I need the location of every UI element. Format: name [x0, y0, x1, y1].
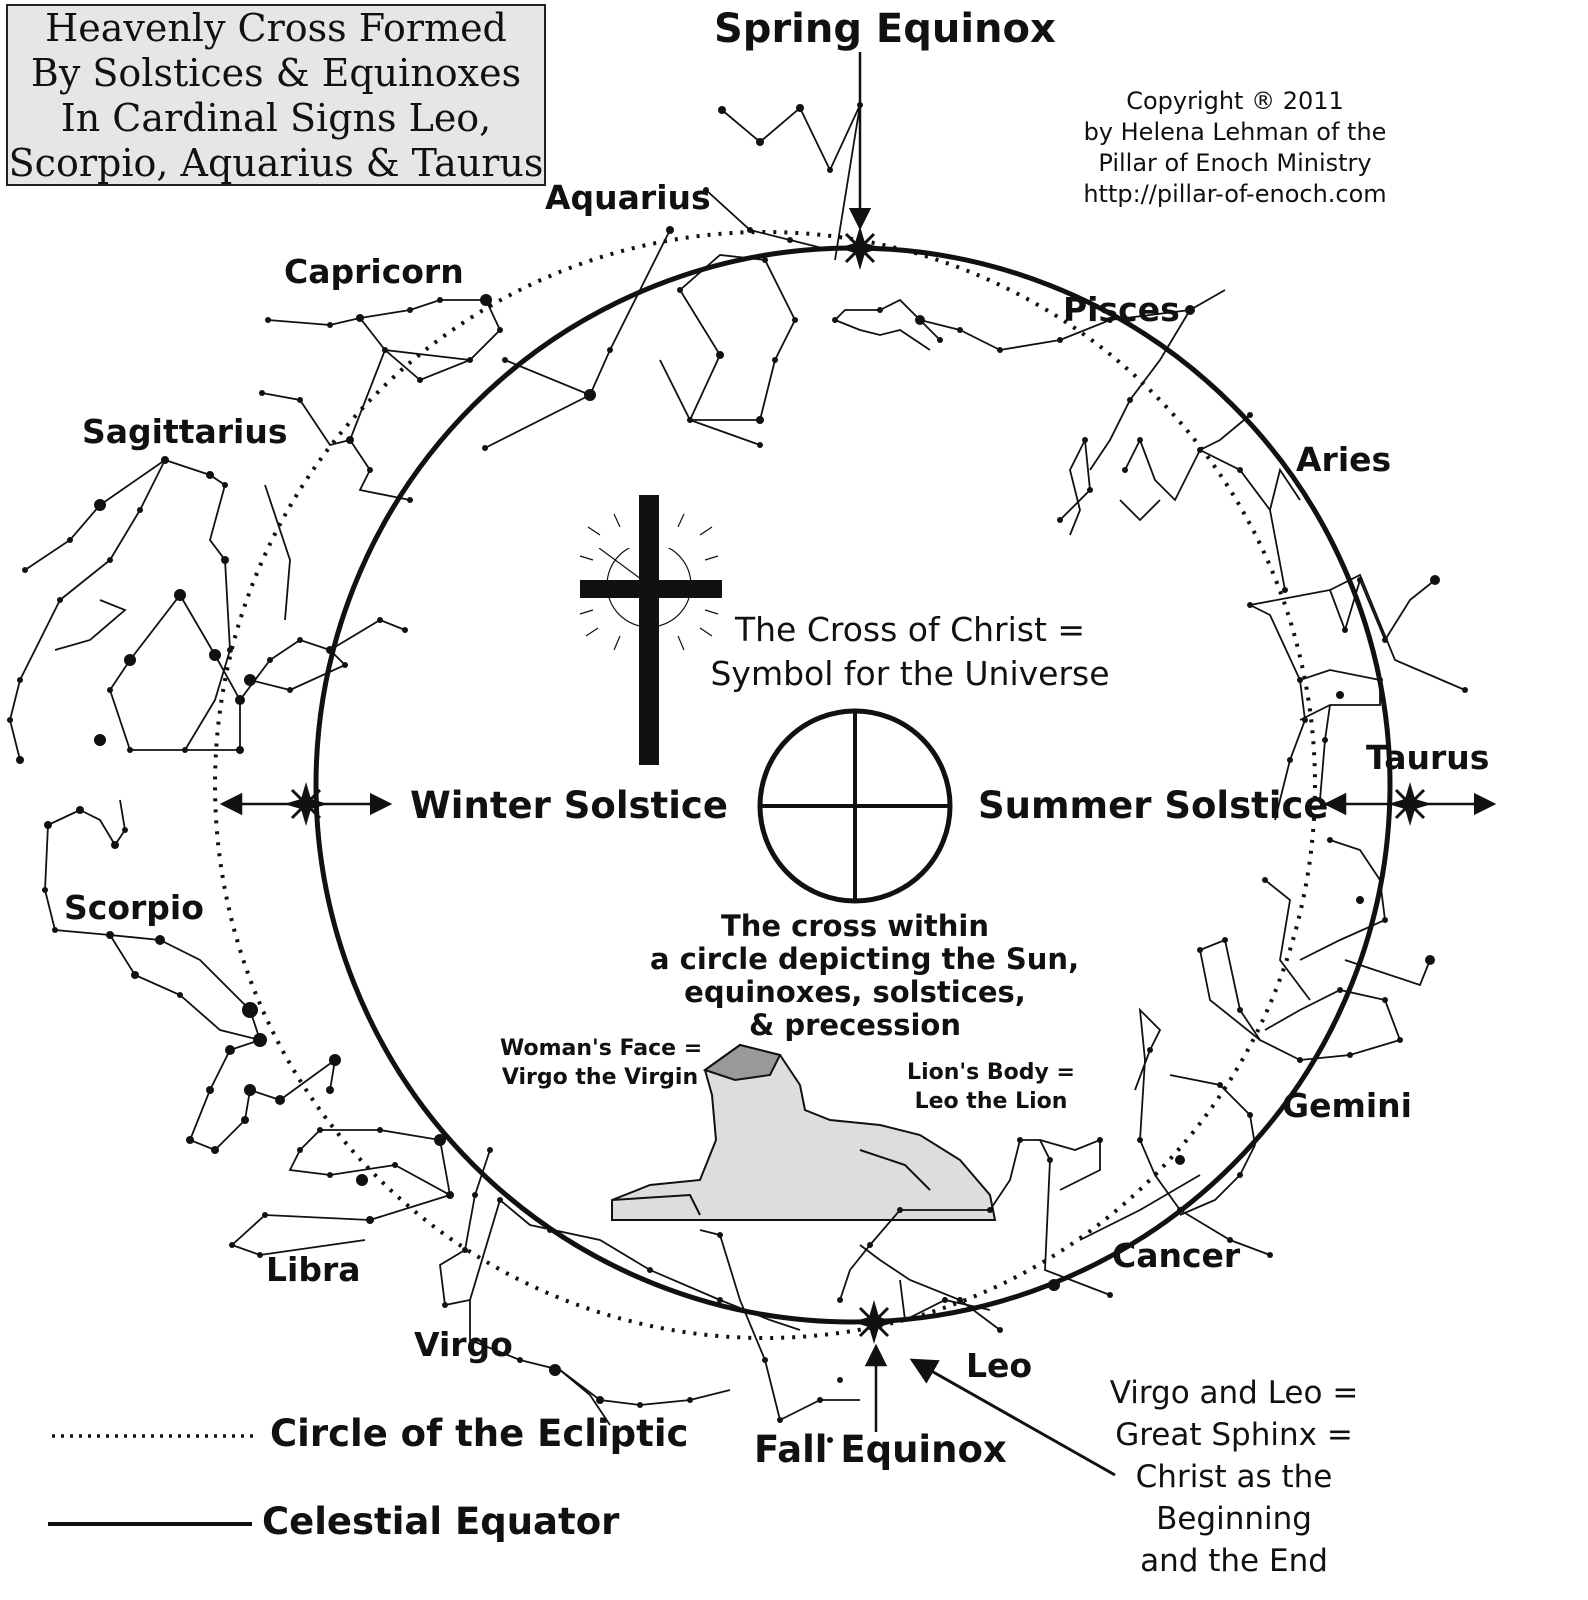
sphinx-body-line: Leo the Lion — [914, 1089, 1068, 1114]
summer-solstice-star — [1388, 782, 1432, 826]
label-taurus: Taurus — [1366, 738, 1490, 777]
title-line: In Cardinal Signs Leo, — [60, 96, 492, 140]
winter-solstice-star — [284, 782, 328, 826]
virgo-leo-line: Beginning — [1156, 1501, 1312, 1537]
fall-equinox-label: Fall Equinox — [754, 1428, 1007, 1471]
legend-ecliptic-label: Circle of the Ecliptic — [270, 1412, 689, 1455]
constellation-stars — [7, 102, 1468, 1443]
cross-caption-line: Symbol for the Universe — [710, 654, 1110, 693]
sun-cross-caption-line: & precession — [748, 1008, 961, 1042]
virgo-leo-caption: Virgo and Leo = Great Sphinx = Christ as… — [1086, 1372, 1382, 1582]
sun-cross-caption-line: equinoxes, solstices, — [684, 975, 1026, 1009]
title-line: By Solstices & Equinoxes — [30, 51, 522, 95]
sphinx-icon — [611, 1043, 997, 1221]
cross-caption-line: The Cross of Christ = — [734, 610, 1086, 649]
label-aquarius: Aquarius — [545, 178, 711, 217]
sun-cross-caption: The cross within a circle depicting the … — [650, 909, 1080, 1042]
label-cancer: Cancer — [1112, 1236, 1241, 1275]
ecliptic-circle — [213, 230, 1317, 1340]
sphinx-body-caption: Lion's Body = Leo the Lion — [896, 1058, 1086, 1116]
sun-cross-caption-line: The cross within — [720, 909, 990, 943]
label-virgo: Virgo — [414, 1325, 513, 1364]
constellation-lines — [9, 104, 1466, 1426]
title-box: Heavenly Cross Formed By Solstices & Equ… — [6, 4, 546, 186]
label-capricorn: Capricorn — [284, 252, 464, 291]
copyright-line: http://pillar-of-enoch.com — [1083, 180, 1387, 208]
virgo-leo-line: Great Sphinx = — [1115, 1417, 1353, 1453]
copyright-notice: Copyright ® 2011 by Helena Lehman of the… — [1062, 86, 1408, 210]
title-line: Heavenly Cross Formed — [45, 6, 507, 50]
spring-equinox-star — [838, 226, 882, 270]
sun-cross-icon — [757, 708, 953, 904]
label-leo: Leo — [966, 1346, 1033, 1385]
sphinx-face-line: Virgo the Virgin — [501, 1065, 699, 1090]
leo-pointer-arrow — [909, 1358, 1116, 1477]
virgo-leo-line: Christ as the — [1135, 1459, 1333, 1495]
virgo-leo-line: Virgo and Leo = — [1109, 1375, 1359, 1411]
cross-caption: The Cross of Christ = Symbol for the Uni… — [700, 608, 1120, 696]
sphinx-body-line: Lion's Body = — [907, 1060, 1075, 1085]
copyright-line: Copyright ® 2011 — [1126, 87, 1344, 115]
label-gemini: Gemini — [1282, 1086, 1412, 1125]
legend-equator-label: Celestial Equator — [262, 1500, 620, 1543]
sun-cross-caption-line: a circle depicting the Sun, — [650, 942, 1080, 976]
sphinx-face-caption: Woman's Face = Virgo the Virgin — [500, 1034, 703, 1092]
label-scorpio: Scorpio — [64, 888, 204, 927]
summer-solstice-label: Summer Solstice — [978, 784, 1329, 827]
copyright-line: by Helena Lehman of the — [1083, 118, 1387, 146]
spring-equinox-label: Spring Equinox — [714, 6, 1056, 52]
sphinx-face-line: Woman's Face = — [500, 1036, 703, 1061]
label-aries: Aries — [1296, 440, 1392, 479]
copyright-line: Pillar of Enoch Ministry — [1098, 149, 1372, 177]
virgo-leo-line: and the End — [1140, 1543, 1328, 1579]
label-sagittarius: Sagittarius — [82, 412, 288, 451]
christ-cross-icon — [579, 495, 722, 765]
fall-equinox-star — [852, 1300, 896, 1344]
winter-solstice-label: Winter Solstice — [410, 784, 728, 827]
label-libra: Libra — [266, 1250, 361, 1289]
title-line: Scorpio, Aquarius & Taurus — [8, 141, 544, 185]
label-pisces: Pisces — [1063, 290, 1180, 329]
